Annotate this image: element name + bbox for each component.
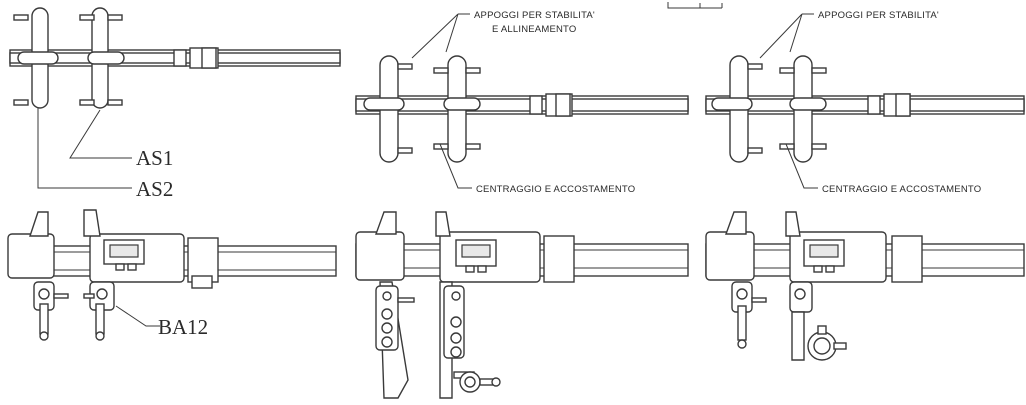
- caliper-top-view-2: [355, 55, 689, 163]
- as1-leader: [69, 109, 132, 159]
- appoggi-leader-2: [759, 13, 814, 59]
- appoggi-leader-1: [411, 13, 470, 59]
- label-centraggio-1: CENTRAGGIO E ACCOSTAMENTO: [476, 184, 635, 195]
- label-appoggi-1-line1: APPOGGI PER STABILITA': [474, 10, 595, 21]
- caliper-top-view-1: [9, 7, 341, 109]
- label-ba12: BA12: [158, 315, 208, 339]
- label-as2: AS2: [136, 177, 173, 201]
- caliper-front-view-1: [7, 209, 337, 341]
- dimension-mark: [667, 2, 723, 9]
- label-as1: AS1: [136, 146, 173, 170]
- as2-leader: [37, 108, 132, 189]
- centraggio-leader-1: [439, 143, 472, 189]
- centraggio-leader-2: [785, 143, 818, 189]
- caliper-top-view-3: [705, 55, 1025, 163]
- label-centraggio-2: CENTRAGGIO E ACCOSTAMENTO: [822, 184, 981, 195]
- label-appoggi-1-line2: E ALLINEAMENTO: [492, 24, 576, 35]
- label-appoggi-2: APPOGGI PER STABILITA': [818, 10, 939, 21]
- caliper-front-view-2: [355, 211, 689, 399]
- ba12-leader: [115, 305, 160, 327]
- caliper-front-view-3: [705, 211, 1025, 361]
